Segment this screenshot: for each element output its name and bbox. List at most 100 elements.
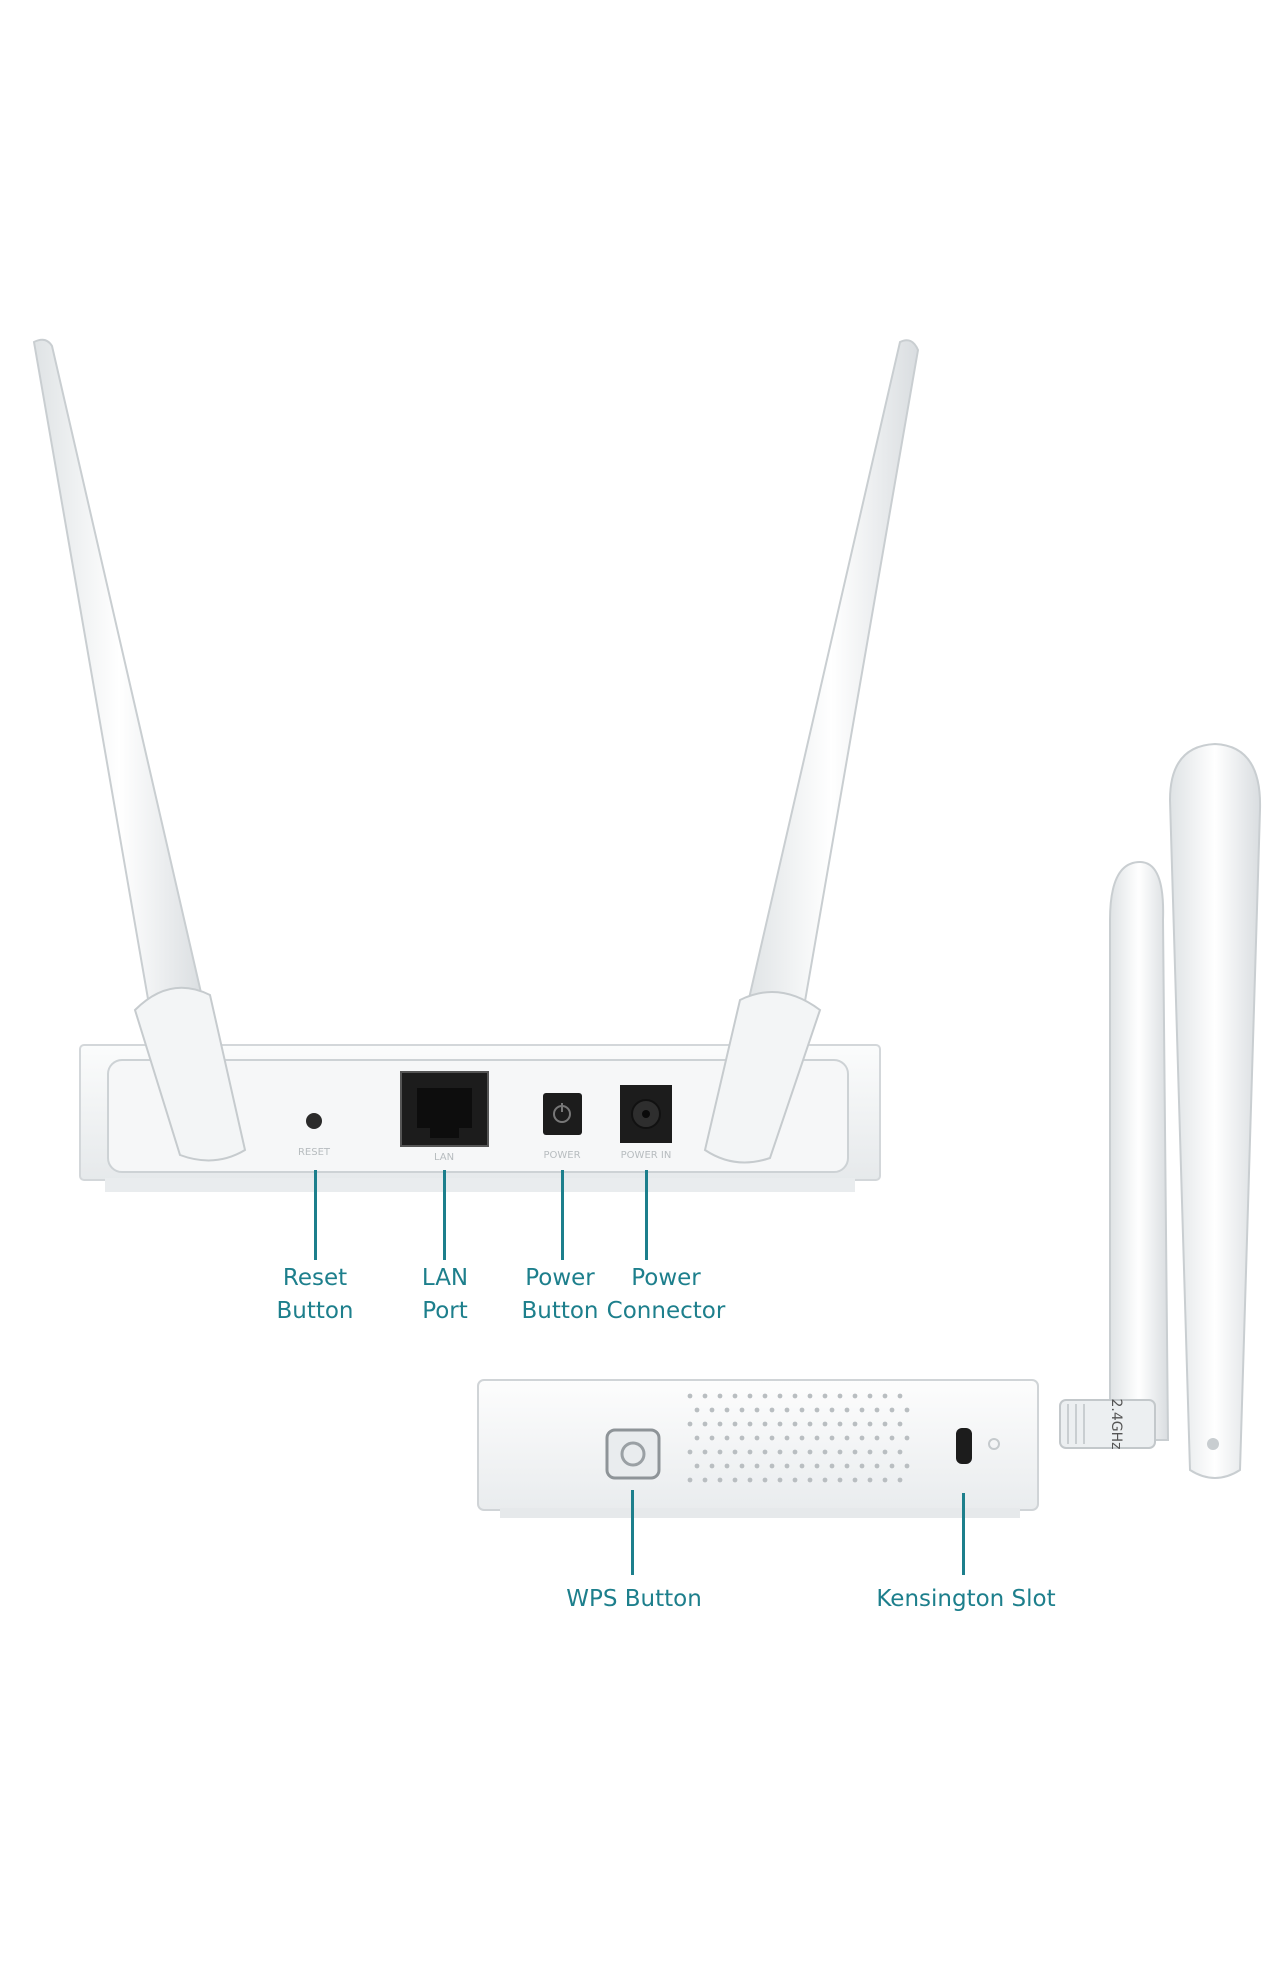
- vent-hole: [897, 1449, 903, 1455]
- vent-hole: [732, 1477, 738, 1483]
- vent-grid: [687, 1393, 910, 1483]
- power-button[interactable]: [543, 1093, 582, 1135]
- vent-hole: [792, 1449, 798, 1455]
- vent-hole: [874, 1435, 880, 1441]
- power-connector-leader-line: [645, 1170, 648, 1260]
- vent-hole: [859, 1435, 865, 1441]
- vent-hole: [852, 1393, 858, 1399]
- kensington-slot-callout: Kensington Slot: [856, 1583, 1076, 1616]
- lan-leader-line: [443, 1170, 446, 1260]
- vent-hole: [874, 1407, 880, 1413]
- reset-leader-line: [314, 1170, 317, 1260]
- kensington-leader-line: [962, 1493, 965, 1575]
- vent-hole: [867, 1449, 873, 1455]
- vent-hole: [762, 1421, 768, 1427]
- vent-hole: [822, 1393, 828, 1399]
- vent-hole: [807, 1449, 813, 1455]
- vent-hole: [717, 1449, 723, 1455]
- vent-hole: [904, 1463, 910, 1469]
- vent-hole: [904, 1435, 910, 1441]
- vent-hole: [829, 1463, 835, 1469]
- vent-hole: [882, 1393, 888, 1399]
- vent-hole: [799, 1463, 805, 1469]
- vent-hole: [732, 1449, 738, 1455]
- vent-hole: [814, 1435, 820, 1441]
- vent-hole: [687, 1393, 693, 1399]
- vent-hole: [724, 1435, 730, 1441]
- vent-hole: [814, 1407, 820, 1413]
- vent-hole: [694, 1407, 700, 1413]
- vent-hole: [889, 1435, 895, 1441]
- vent-hole: [694, 1463, 700, 1469]
- vent-hole: [702, 1393, 708, 1399]
- reset-pinhole[interactable]: [306, 1113, 322, 1129]
- vent-hole: [882, 1477, 888, 1483]
- vent-hole: [837, 1477, 843, 1483]
- vent-hole: [867, 1477, 873, 1483]
- vent-hole: [889, 1407, 895, 1413]
- vent-hole: [717, 1477, 723, 1483]
- vent-hole: [799, 1435, 805, 1441]
- vent-hole: [822, 1477, 828, 1483]
- vent-hole: [807, 1477, 813, 1483]
- vent-hole: [717, 1421, 723, 1427]
- power-connector-callout-line2: Connector: [606, 1298, 726, 1324]
- vent-hole: [687, 1477, 693, 1483]
- vent-hole: [717, 1393, 723, 1399]
- kensington-slot[interactable]: [956, 1428, 972, 1464]
- power-in-printed-label: POWER IN: [621, 1150, 672, 1161]
- power-button-leader-line: [561, 1170, 564, 1260]
- vent-hole: [792, 1393, 798, 1399]
- wps-button[interactable]: [605, 1428, 661, 1480]
- vent-hole: [709, 1407, 715, 1413]
- vent-hole: [837, 1421, 843, 1427]
- vent-hole: [754, 1463, 760, 1469]
- power-printed-label: POWER: [543, 1150, 580, 1161]
- wps-button-callout-line1: WPS Button: [566, 1586, 702, 1612]
- vent-hole: [844, 1407, 850, 1413]
- vent-hole: [777, 1477, 783, 1483]
- vent-hole: [784, 1407, 790, 1413]
- vent-hole: [837, 1393, 843, 1399]
- vent-hole: [739, 1435, 745, 1441]
- side-body: [477, 1379, 1039, 1511]
- power-connector-callout: Power Connector: [601, 1262, 731, 1328]
- vent-hole: [762, 1477, 768, 1483]
- vent-hole: [709, 1463, 715, 1469]
- power-button-callout: Power Button: [500, 1262, 620, 1328]
- kensington-slot-callout-line1: Kensington Slot: [876, 1586, 1056, 1612]
- vent-hole: [732, 1421, 738, 1427]
- vent-hole: [799, 1407, 805, 1413]
- antenna-band-text: 2.4GHz: [1108, 1399, 1124, 1450]
- vent-hole: [792, 1421, 798, 1427]
- vent-hole: [822, 1421, 828, 1427]
- vent-hole: [754, 1407, 760, 1413]
- vent-hole: [859, 1407, 865, 1413]
- vent-hole: [702, 1477, 708, 1483]
- vent-hole: [747, 1477, 753, 1483]
- vent-hole: [762, 1393, 768, 1399]
- power-connector-callout-line1: Power: [631, 1265, 701, 1291]
- side-antenna-front: [1168, 742, 1262, 1479]
- vent-hole: [792, 1477, 798, 1483]
- vent-hole: [874, 1463, 880, 1469]
- vent-hole: [867, 1421, 873, 1427]
- vent-hole: [747, 1421, 753, 1427]
- vent-hole: [814, 1463, 820, 1469]
- vent-hole: [747, 1449, 753, 1455]
- vent-hole: [867, 1393, 873, 1399]
- lan-printed-label: LAN: [434, 1152, 454, 1163]
- vent-hole: [769, 1435, 775, 1441]
- reset-button-callout-line1: Reset: [282, 1265, 348, 1291]
- wps-button-callout: WPS Button: [544, 1583, 724, 1616]
- vent-hole: [807, 1421, 813, 1427]
- vent-hole: [852, 1449, 858, 1455]
- rear-view-device: RESET LAN POWER POWER IN: [32, 338, 920, 1192]
- vent-hole: [777, 1421, 783, 1427]
- vent-hole: [852, 1477, 858, 1483]
- reset-button-callout: Reset Button: [255, 1262, 375, 1328]
- side-view-device: 2.4GHz: [477, 742, 1262, 1518]
- vent-hole: [739, 1407, 745, 1413]
- vent-hole: [897, 1477, 903, 1483]
